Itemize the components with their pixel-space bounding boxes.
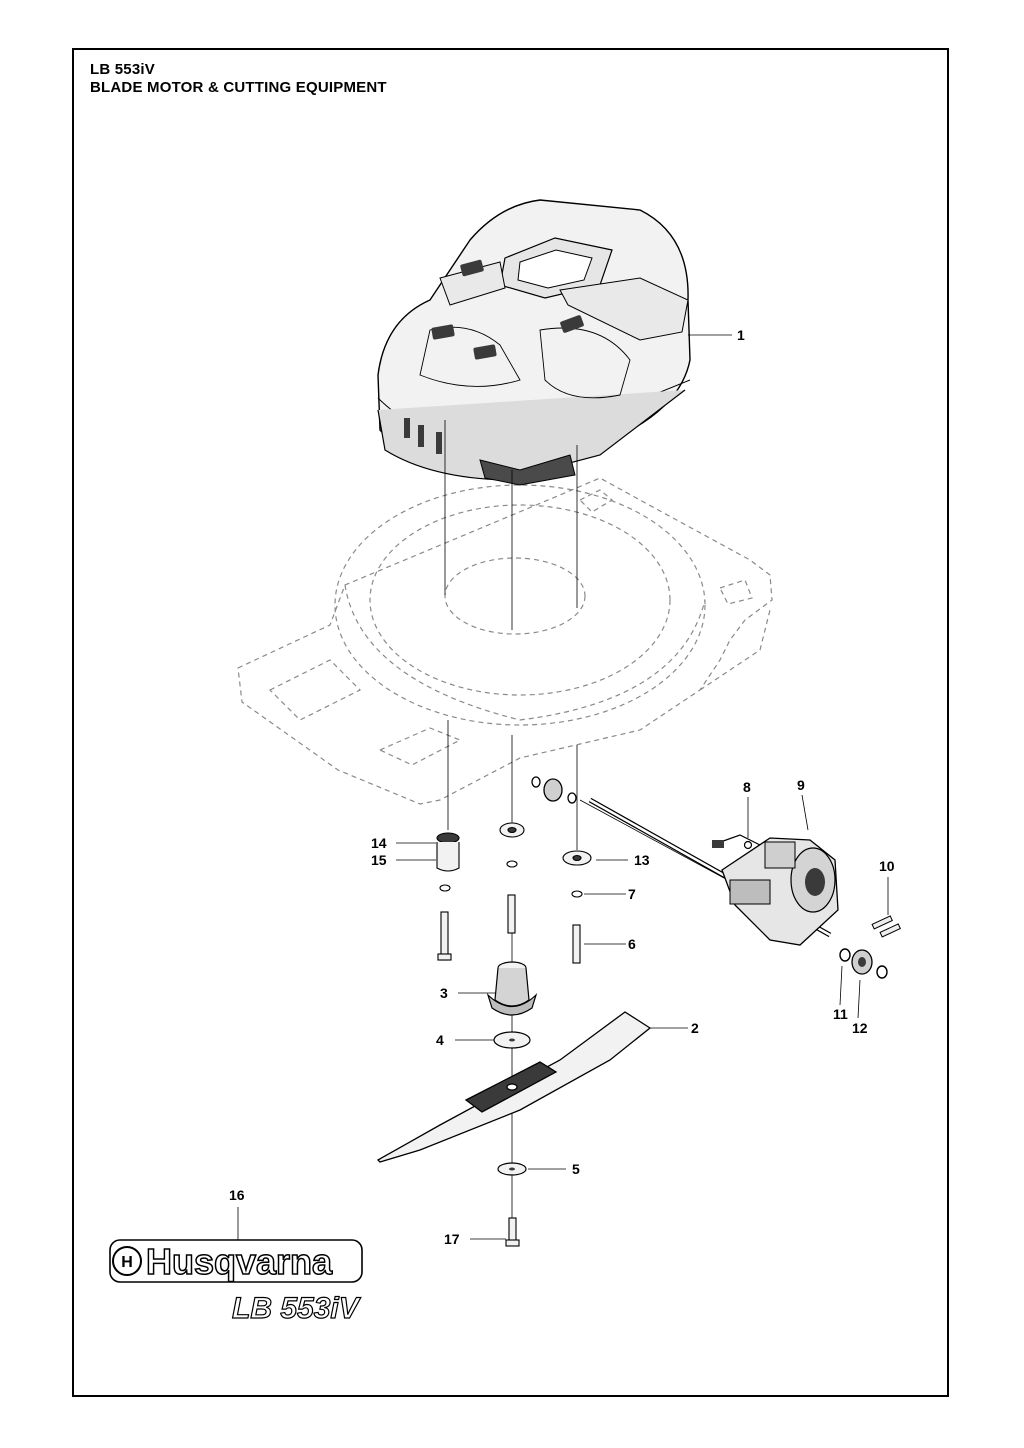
part-16-husqvarna-decal: H Husqvarna LB 553iV — [109, 1239, 363, 1326]
callout-1: 1 — [737, 327, 745, 343]
callout-14: 14 — [371, 835, 387, 851]
model-badge: LB 553iV — [232, 1292, 362, 1325]
husqvarna-crown-icon — [112, 1246, 142, 1276]
part-2-blade — [376, 1011, 652, 1163]
brand-wordmark: Husqvarna — [146, 1241, 333, 1282]
callout-15: 15 — [371, 852, 387, 868]
hardware-stack-right — [562, 850, 592, 964]
part-10-screws — [871, 915, 901, 938]
part-11-12-pinion-set — [531, 776, 888, 979]
hardware-stack-center — [499, 822, 525, 934]
mower-deck-outline — [237, 477, 773, 805]
part-9-gear-motor — [588, 797, 839, 946]
callout-11: 11 — [833, 1006, 848, 1022]
callout-7: 7 — [628, 886, 636, 902]
callout-2: 2 — [691, 1020, 699, 1036]
callout-6: 6 — [628, 936, 636, 952]
callout-9: 9 — [797, 777, 805, 793]
part-3-hub-adapter — [486, 961, 538, 1016]
section-title: BLADE MOTOR & CUTTING EQUIPMENT — [90, 79, 387, 96]
callout-4: 4 — [436, 1032, 444, 1048]
callout-16: 16 — [229, 1187, 245, 1203]
part-1-motor-cover — [377, 199, 691, 486]
callout-13: 13 — [634, 852, 650, 868]
callout-12: 12 — [852, 1020, 868, 1036]
part-17-blade-bolt — [505, 1217, 520, 1247]
part-5-washer-hole — [509, 1167, 515, 1171]
callout-10: 10 — [879, 858, 895, 874]
leader-lines — [237, 334, 889, 1245]
page-frame — [72, 48, 949, 1397]
callout-17: 17 — [444, 1231, 460, 1247]
part-4-washer-hole — [509, 1038, 515, 1042]
hardware-stack-left — [436, 832, 460, 961]
model-title: LB 553iV — [90, 61, 155, 78]
svg-text:H: H — [121, 1254, 133, 1271]
callout-3: 3 — [440, 985, 448, 1001]
callout-8: 8 — [743, 779, 751, 795]
callout-5: 5 — [572, 1161, 580, 1177]
